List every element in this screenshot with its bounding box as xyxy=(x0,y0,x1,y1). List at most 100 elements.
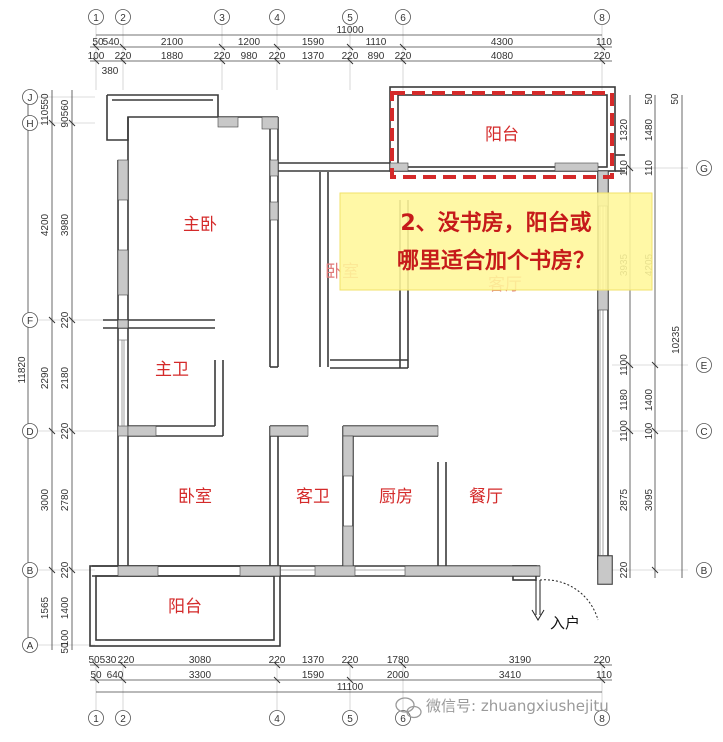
dim-top-r2: 220 xyxy=(594,51,611,62)
axis-top-2: 2 xyxy=(120,13,126,24)
dim-top-r2: 4080 xyxy=(491,51,514,62)
dim-right-o: 1100 xyxy=(619,354,630,376)
dimension-text-left: 11820 50 1105 4200 2290 3000 1565 560 90… xyxy=(17,93,71,654)
axis-left-F: F xyxy=(27,316,33,327)
dim-left-i: 220 xyxy=(60,422,71,439)
dimension-text-top: 11000 50 540 2100 1200 1590 1110 4300 11… xyxy=(88,25,613,77)
dim-top-r1: 2100 xyxy=(161,37,184,48)
dim-right-o: 1480 xyxy=(644,118,655,141)
dim-left-i: 90 xyxy=(60,116,71,128)
dim-left-i: 50 xyxy=(60,642,71,654)
room-balcony-top: 阳台 xyxy=(485,125,519,145)
entrance-arrow xyxy=(531,579,599,621)
dim-top-r2: 220 xyxy=(115,51,132,62)
axis-bottom-6: 6 xyxy=(400,714,406,725)
axis-top-5: 5 xyxy=(347,13,353,24)
axis-top-1: 1 xyxy=(93,13,99,24)
dim-bot-r1: 220 xyxy=(594,655,611,666)
dim-right-o: 1100 xyxy=(619,420,630,442)
dim-left-i: 2180 xyxy=(60,366,71,389)
callout-line-2: 哪里适合加个书房？ xyxy=(397,248,595,274)
highlight-dashed-box xyxy=(390,91,614,179)
dim-bot-r2: 110 xyxy=(596,670,612,681)
axis-bottom-5: 5 xyxy=(347,714,353,725)
dim-top-r1: 1590 xyxy=(302,37,325,48)
room-dining: 餐厅 xyxy=(469,487,503,507)
dim-right-o: 3095 xyxy=(644,488,655,511)
dim-bot-r2: 640 xyxy=(107,670,124,681)
room-master-bedroom: 主卧 xyxy=(183,215,217,235)
dim-right-o: 50 xyxy=(644,93,655,105)
dim-bot-r2: 3300 xyxy=(189,670,212,681)
dim-right-o: 1400 xyxy=(644,388,655,411)
dim-left-i: 100 xyxy=(60,629,71,646)
axis-right-B: B xyxy=(701,566,708,577)
dim-left-total: 11820 xyxy=(17,356,28,384)
dim-bot-total: 11100 xyxy=(337,682,364,693)
dim-right-o: 220 xyxy=(619,561,630,578)
axis-left-H: H xyxy=(26,119,33,130)
axis-left-B: B xyxy=(27,566,34,577)
dim-bot-r1: 220 xyxy=(269,655,286,666)
dim-left-i: 3980 xyxy=(60,213,71,236)
axis-bottom-2: 2 xyxy=(120,714,126,725)
dim-bot-r1: 220 xyxy=(118,655,135,666)
callout-line-1: 2、没书房，阳台或 xyxy=(400,210,591,236)
dim-top-r1: 50 xyxy=(92,37,104,48)
room-balcony-bottom: 阳台 xyxy=(168,597,202,617)
axis-left-D: D xyxy=(26,427,33,438)
dim-bot-r2: 1590 xyxy=(302,670,325,681)
axis-top-4: 4 xyxy=(274,13,280,24)
dim-bot-r1: 530 xyxy=(100,655,117,666)
wechat-icon xyxy=(395,697,422,719)
room-master-bath: 主卫 xyxy=(155,360,189,380)
axis-bubbles xyxy=(22,9,712,726)
dim-left-o: 1565 xyxy=(40,596,51,619)
axis-bottom-1: 1 xyxy=(93,714,99,725)
dim-right-i: 1320 xyxy=(619,118,630,141)
entrance-label: 入户 xyxy=(550,614,580,632)
dimension-lines xyxy=(27,34,683,693)
dim-right-i: 110 xyxy=(619,160,630,176)
dim-top-r1: 110 xyxy=(596,37,612,48)
dim-top-r2: 890 xyxy=(368,51,385,62)
dimension-ticks xyxy=(48,43,659,684)
dim-bot-r1: 220 xyxy=(342,655,359,666)
dim-left-i: 2780 xyxy=(60,488,71,511)
dim-left-i: 1400 xyxy=(60,596,71,619)
dim-bot-r1: 3080 xyxy=(189,655,212,666)
dim-top-r1: 540 xyxy=(103,37,120,48)
callout-box: 2、没书房，阳台或 哪里适合加个书房？ xyxy=(339,192,653,291)
dim-top-r2: 220 xyxy=(214,51,231,62)
dim-left-o: 3000 xyxy=(40,488,51,511)
axis-grid xyxy=(38,25,688,710)
dim-left-o: 50 xyxy=(40,93,51,105)
axis-bottom-8: 8 xyxy=(599,714,605,725)
dim-bot-r2: 50 xyxy=(90,670,102,681)
room-kitchen: 厨房 xyxy=(379,487,413,507)
dim-right-o: 110 xyxy=(644,160,655,176)
room-guest-bath: 客卫 xyxy=(296,487,330,507)
axis-right-C: C xyxy=(700,427,707,438)
dim-top-r1: 4300 xyxy=(491,37,514,48)
dim-left-i: 560 xyxy=(60,99,71,116)
dim-top-r2: 100 xyxy=(88,51,105,62)
dim-top-total: 11000 xyxy=(336,25,364,36)
watermark: 微信号: zhuangxiushejitu xyxy=(395,697,609,719)
axis-left-J: J xyxy=(28,93,33,104)
dim-right-total: 10235 xyxy=(671,326,682,354)
dim-top-r2: 220 xyxy=(269,51,286,62)
dim-left-i: 220 xyxy=(60,561,71,578)
dim-right-o: 2875 xyxy=(619,488,630,511)
room-bedroom-lower: 卧室 xyxy=(178,487,212,507)
dim-left-o: 4200 xyxy=(40,213,51,236)
dim-left-o: 2290 xyxy=(40,366,51,389)
wall-fills xyxy=(117,116,613,585)
dim-top-r2: 220 xyxy=(395,51,412,62)
dim-top-r1: 1200 xyxy=(238,37,261,48)
dim-bot-r1: 3190 xyxy=(509,655,532,666)
axis-bottom-4: 4 xyxy=(274,714,280,725)
axis-right-G: G xyxy=(700,164,708,175)
axis-right-E: E xyxy=(701,361,708,372)
